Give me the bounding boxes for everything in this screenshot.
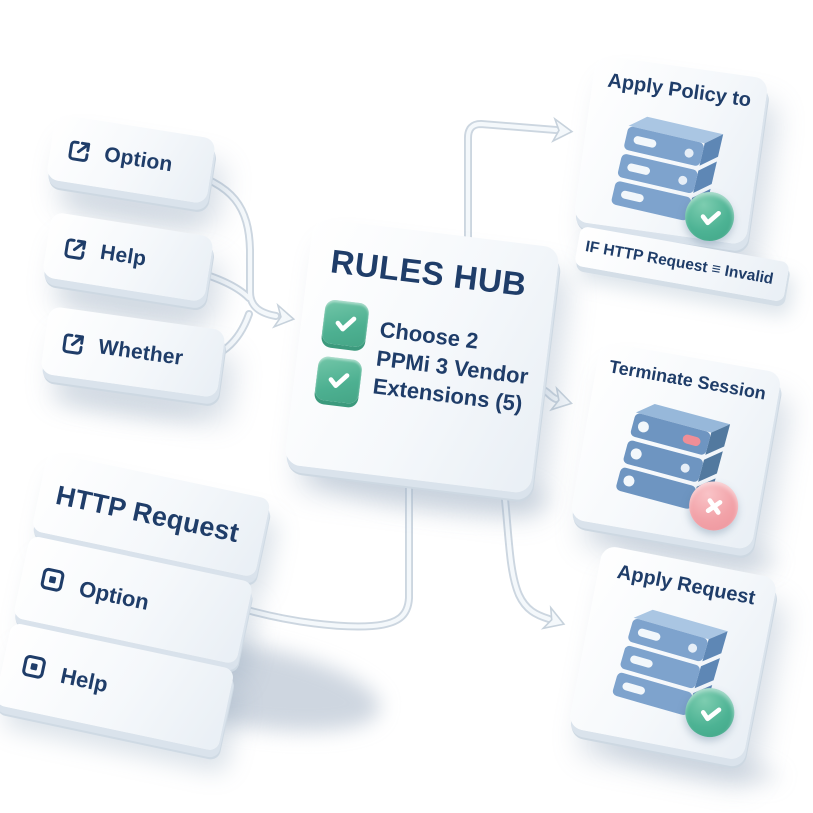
stop-square-icon (16, 650, 50, 689)
checkbox-checked-icon (320, 298, 370, 348)
arrowhead-into-request (540, 605, 566, 630)
rules-hub-title: RULES HUB (328, 242, 529, 304)
arrowhead-into-terminate (549, 385, 573, 412)
http-request-group: HTTP Request Option Help (0, 452, 272, 757)
wire-http-to-hub (236, 474, 413, 631)
outcome-terminate-card: Terminate Session (569, 341, 783, 551)
external-link-icon (64, 135, 95, 166)
external-link-icon (58, 328, 88, 358)
outcome-apply-policy-card: Apply Policy to (573, 54, 769, 246)
node-option-label: Option (102, 142, 175, 177)
http-item-option: Option (12, 535, 254, 665)
checkbox-checked-icon (313, 355, 363, 405)
server-icon (611, 116, 724, 221)
node-whether: Whether (40, 305, 226, 399)
wire-hub-to-request (500, 486, 566, 630)
node-help-label: Help (98, 240, 148, 271)
node-help: Help (41, 211, 215, 303)
stop-square-icon (35, 563, 69, 602)
check-badge-icon (681, 188, 738, 245)
rules-hub-card: RULES HUB Choose 2 PPMi 3 Vendor Extensi… (283, 217, 561, 495)
http-item-option-label: Option (76, 575, 152, 615)
arrowhead-into-hub (271, 302, 296, 329)
http-item-help-label: Help (58, 662, 111, 698)
check-badge-icon (681, 683, 739, 742)
node-option: Option (45, 113, 217, 205)
outcome-apply-request-card: Apply Request (567, 544, 779, 762)
server-icon (612, 609, 728, 716)
http-item-help: Help (0, 622, 235, 752)
http-request-title: HTTP Request (53, 479, 242, 548)
arrowhead-into-policy (551, 116, 574, 143)
node-whether-label: Whether (96, 335, 185, 370)
external-link-icon (60, 233, 91, 264)
x-badge-icon (685, 477, 743, 535)
wire-hub-to-policy (464, 116, 574, 242)
